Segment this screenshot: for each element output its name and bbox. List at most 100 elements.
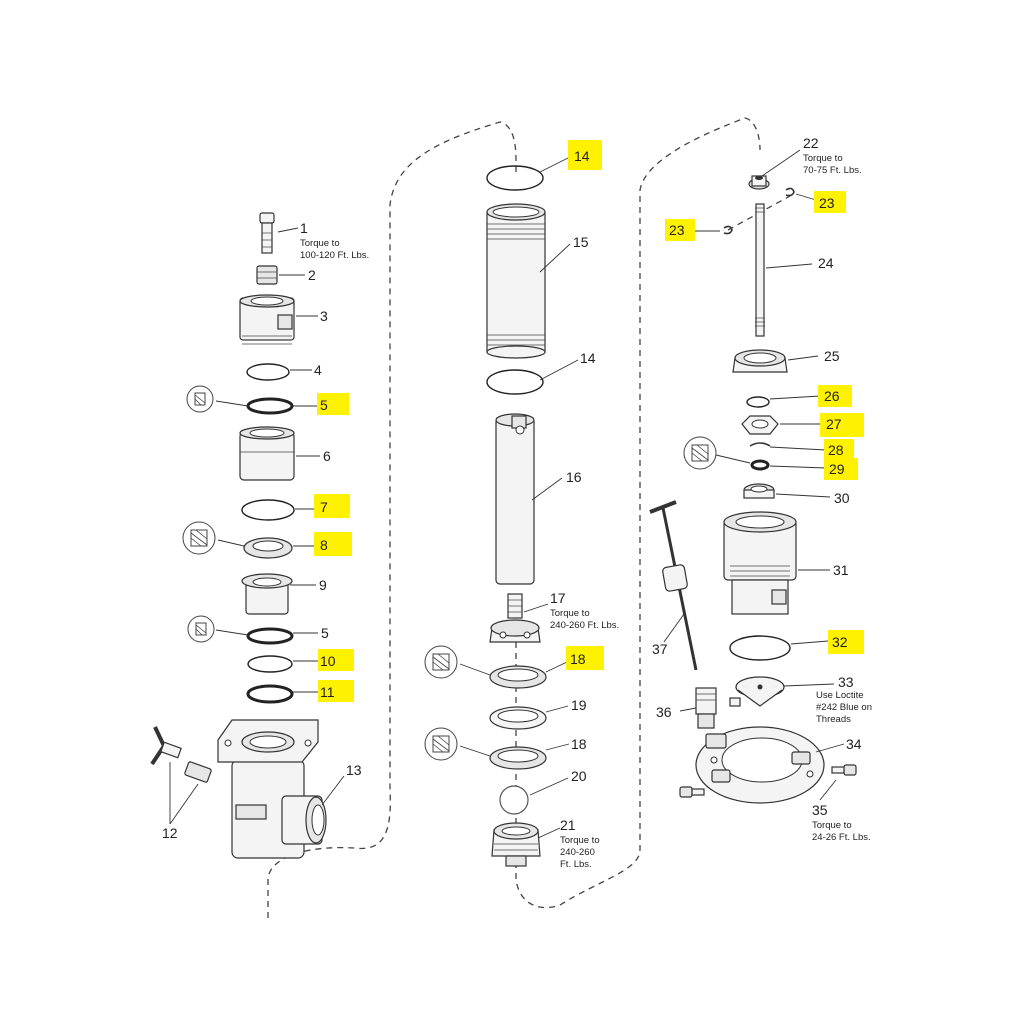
part-29-seal: [750, 459, 770, 471]
part-36-fitting: [695, 687, 741, 729]
part-10-ring: [247, 655, 293, 673]
part-5-seal-upper: [246, 397, 294, 415]
part-7-ring: [241, 499, 295, 521]
part-9-bushing: [241, 573, 293, 615]
note-part-22: Torque to 70-75 Ft. Lbs.: [803, 153, 862, 176]
highlight-27: [820, 413, 864, 437]
callout-14-lower: 14: [580, 350, 596, 366]
callout-7: 7: [320, 499, 328, 515]
callout-23-left: 23: [669, 222, 685, 238]
part-4-ring: [246, 363, 290, 381]
highlight-26: [818, 385, 852, 407]
callout-2: 2: [308, 267, 316, 283]
part-16-piston-rod: [495, 413, 535, 585]
part-3-housing: [239, 294, 295, 345]
highlight-29: [824, 458, 858, 480]
highlight-23-left: [665, 219, 695, 241]
highlight-11: [318, 680, 354, 702]
part-11-ring: [246, 684, 294, 704]
callout-9: 9: [319, 577, 327, 593]
part-20-ball: [499, 785, 529, 815]
callout-5-lower: 5: [321, 625, 329, 641]
part-32-oring: [729, 635, 791, 661]
part-25-cap: [732, 349, 788, 373]
dashed-boundary-right: [515, 117, 761, 909]
callout-30: 30: [834, 490, 850, 506]
callout-11: 11: [320, 684, 335, 700]
callout-17: 17: [550, 590, 566, 606]
note-part-33: Use Loctite #242 Blue on Threads: [816, 690, 875, 725]
callout-5: 5: [320, 397, 328, 413]
callout-10: 10: [320, 653, 336, 669]
part-12-drain-valve: [150, 726, 212, 783]
part-15-tube: [486, 203, 546, 359]
part-35-bolts: [679, 764, 857, 798]
callout-37: 37: [652, 641, 668, 657]
part-17-piston-valve: [489, 593, 541, 643]
callout-6: 6: [323, 448, 331, 464]
callout-23-right: 23: [819, 195, 835, 211]
note-part-21: Torque to 240-260 Ft. Lbs.: [560, 835, 602, 870]
callout-32: 32: [832, 634, 848, 650]
highlight-28: [824, 439, 854, 461]
callout-4: 4: [314, 362, 322, 378]
part-37-tool: [649, 500, 698, 671]
part-21-foot-valve: [491, 822, 541, 867]
part-14-oring-top: [486, 165, 544, 191]
callout-18: 18: [570, 651, 586, 667]
callout-21: 21: [560, 817, 576, 833]
part-14-oring-bottom: [486, 369, 544, 395]
part-33-disc: [735, 676, 785, 707]
callout-29: 29: [829, 461, 845, 477]
callout-3: 3: [320, 308, 328, 324]
callout-25: 25: [824, 348, 840, 364]
part-5-seal-lower: [246, 627, 294, 645]
part-30-bushing: [743, 483, 775, 499]
callout-14: 14: [574, 148, 590, 164]
callout-13: 13: [346, 762, 362, 778]
highlight-10: [318, 649, 354, 671]
highlight-32: [828, 630, 864, 654]
highlight-8: [314, 532, 352, 556]
seal-cross-section-icon: [187, 615, 215, 643]
part-23-clip-left: [723, 225, 733, 235]
part-18-packing-upper: [489, 665, 547, 689]
highlight-5: [317, 393, 349, 415]
part-19-bushing: [489, 706, 547, 730]
callout-15: 15: [573, 234, 589, 250]
callout-28: 28: [828, 442, 844, 458]
seal-cross-section-icon: [424, 727, 458, 761]
part-27-retainer-plate: [741, 415, 779, 435]
callout-12: 12: [162, 825, 178, 841]
callout-22: 22: [803, 135, 819, 151]
callout-19: 19: [571, 697, 587, 713]
part-23-clip-right: [785, 187, 795, 197]
note-part-1: Torque to 100-120 Ft. Lbs.: [300, 238, 369, 261]
callout-1: 1: [300, 220, 308, 236]
callout-36: 36: [656, 704, 672, 720]
callout-31: 31: [833, 562, 849, 578]
callout-8: 8: [320, 537, 328, 553]
callout-34: 34: [846, 736, 862, 752]
callout-16: 16: [566, 469, 582, 485]
highlight-18: [566, 646, 604, 670]
seal-cross-section-icon: [424, 645, 458, 679]
callout-18-lower: 18: [571, 736, 587, 752]
callout-24: 24: [818, 255, 834, 271]
part-34-base-flange: [695, 726, 825, 804]
highlight-14: [568, 140, 602, 170]
callout-35: 35: [812, 802, 828, 818]
dashed-boundary-left: [267, 121, 517, 918]
seal-cross-section-icon: [186, 385, 214, 413]
part-22-nut: [748, 175, 770, 190]
seal-cross-section-icon: [182, 521, 216, 555]
part-24-rod: [755, 203, 765, 337]
highlight-7: [314, 494, 350, 518]
seal-cross-section-icon: [683, 436, 717, 470]
callout-33: 33: [838, 674, 854, 690]
callout-26: 26: [824, 388, 840, 404]
highlight-23-right: [814, 191, 846, 213]
part-26-ring: [746, 396, 770, 408]
note-part-35: Torque to 24-26 Ft. Lbs.: [812, 820, 871, 843]
